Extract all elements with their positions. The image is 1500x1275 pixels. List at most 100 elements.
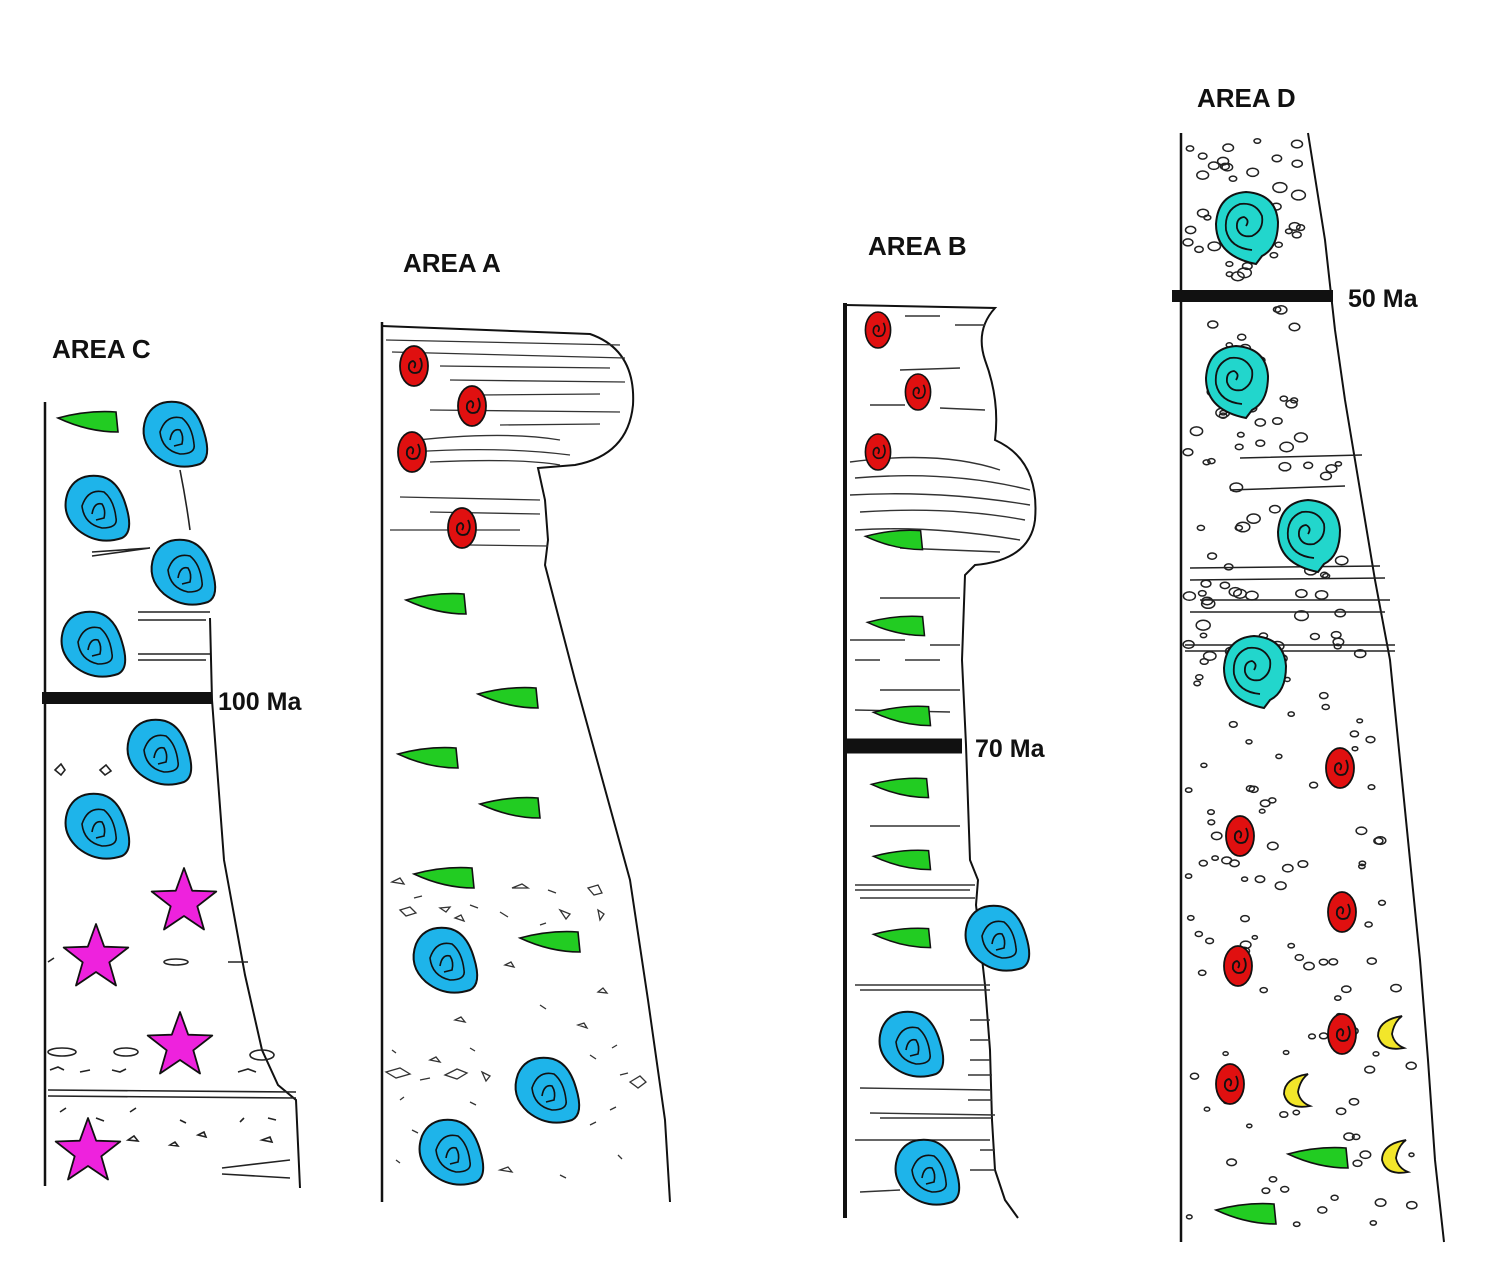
pebble xyxy=(1369,1219,1378,1226)
column-area-a: AREA A xyxy=(380,248,671,1203)
red-ammonite-fossil-icon xyxy=(1225,815,1255,857)
pebble xyxy=(1254,875,1266,884)
blue-oyster-fossil-icon xyxy=(150,538,217,606)
pebble xyxy=(1334,555,1349,566)
pebble xyxy=(1201,596,1214,606)
red-ammonite-fossil-icon xyxy=(457,385,487,427)
pebble xyxy=(1186,914,1195,921)
green-leaf-fossil-icon xyxy=(475,686,539,709)
pebble xyxy=(1235,521,1251,533)
pebble xyxy=(1374,1198,1387,1208)
pebble xyxy=(1203,1106,1211,1112)
pebble xyxy=(1226,1158,1238,1167)
pebble xyxy=(1222,1051,1229,1057)
pebble xyxy=(1271,154,1283,163)
pebble xyxy=(1228,175,1238,183)
pebble xyxy=(1318,1032,1329,1040)
blue-oyster-fossil-icon xyxy=(894,1138,961,1206)
pebble xyxy=(1281,863,1294,873)
pebble xyxy=(1206,552,1218,560)
pebble xyxy=(1372,1050,1380,1057)
pebble xyxy=(1334,608,1347,618)
area-a-outline xyxy=(381,325,671,1203)
pebble xyxy=(1194,930,1204,938)
pebble xyxy=(1189,426,1204,437)
pebble xyxy=(1225,260,1234,268)
pebble xyxy=(1293,432,1309,443)
pebble xyxy=(1309,632,1321,641)
green-leaf-fossil-icon xyxy=(411,866,475,889)
pebble xyxy=(1184,225,1197,235)
column-area-b: AREA B 70 Ma xyxy=(843,231,1046,1219)
pebble xyxy=(1267,797,1277,804)
pebble xyxy=(1405,1061,1417,1071)
pebble xyxy=(1275,753,1283,760)
pebble xyxy=(1245,1123,1253,1129)
pebble xyxy=(1295,224,1306,232)
area-c-bedding-texture xyxy=(47,469,297,1179)
green-leaf-fossil-icon xyxy=(871,705,932,727)
teal-snail-fossil-icon xyxy=(1222,634,1288,710)
red-ammonite-fossil-icon xyxy=(1325,747,1355,789)
area-a-title: AREA A xyxy=(403,248,501,278)
pebble xyxy=(1303,461,1314,470)
pebble xyxy=(1197,152,1208,160)
blue-oyster-fossil-icon xyxy=(142,400,209,468)
pebble xyxy=(1291,159,1304,168)
pebble xyxy=(1200,598,1216,610)
pebble xyxy=(1292,1109,1301,1116)
red-ammonite-fossil-icon xyxy=(1327,891,1357,933)
pebble xyxy=(1279,1185,1290,1193)
pebble xyxy=(1333,643,1342,650)
pebble xyxy=(1266,841,1279,851)
area-b-outline xyxy=(844,304,1037,1219)
pebble xyxy=(1365,735,1376,744)
pebble xyxy=(1319,471,1333,481)
pebble xyxy=(1318,958,1329,966)
pebble xyxy=(1318,691,1329,700)
yellow-crescent-fossil-icon xyxy=(1381,1139,1412,1174)
pebble xyxy=(1271,416,1283,426)
pebble xyxy=(1200,579,1212,588)
pebble xyxy=(1330,630,1342,639)
column-area-d: AREA D 50 Ma xyxy=(1172,83,1445,1243)
pebble xyxy=(1268,1175,1278,1183)
area-b-bedding-texture xyxy=(849,315,1031,1193)
pebble xyxy=(1287,942,1296,949)
pebble xyxy=(1218,412,1228,420)
pebble xyxy=(1359,1150,1372,1160)
pebble xyxy=(1322,572,1331,580)
pebble xyxy=(1390,983,1402,993)
green-leaf-fossil-icon xyxy=(865,615,926,637)
area-c-title: AREA C xyxy=(52,334,151,364)
pebble xyxy=(1197,589,1207,597)
pebble xyxy=(1314,589,1329,600)
pebble xyxy=(1325,464,1338,474)
area-d-age-label: 50 Ma xyxy=(1348,285,1419,313)
pebble xyxy=(1274,305,1288,315)
pebble xyxy=(1279,395,1289,402)
pebble xyxy=(1284,228,1293,235)
pebble xyxy=(1352,1159,1363,1168)
red-ammonite-fossil-icon xyxy=(399,345,429,387)
pebble xyxy=(1330,1194,1339,1202)
pebble xyxy=(1288,322,1301,332)
green-leaf-fossil-icon xyxy=(871,849,932,871)
pebble xyxy=(1185,145,1195,152)
pebble xyxy=(1321,703,1331,711)
red-ammonite-fossil-icon xyxy=(1223,945,1253,987)
pebble xyxy=(1351,1133,1361,1141)
magenta-star-fossil-icon xyxy=(54,1117,122,1181)
yellow-crescent-fossil-icon xyxy=(1377,1015,1408,1050)
pebble xyxy=(1199,632,1208,639)
pebble xyxy=(1377,899,1387,906)
magenta-star-fossil-icon xyxy=(150,867,218,931)
pebble xyxy=(1295,588,1308,599)
red-ammonite-fossil-icon xyxy=(447,507,477,549)
pebble xyxy=(1367,784,1376,791)
pebble xyxy=(1236,431,1245,438)
pebble xyxy=(1261,1187,1271,1195)
green-leaf-fossil-icon xyxy=(869,777,930,799)
pebble xyxy=(1234,443,1244,451)
pebble xyxy=(1366,957,1378,965)
